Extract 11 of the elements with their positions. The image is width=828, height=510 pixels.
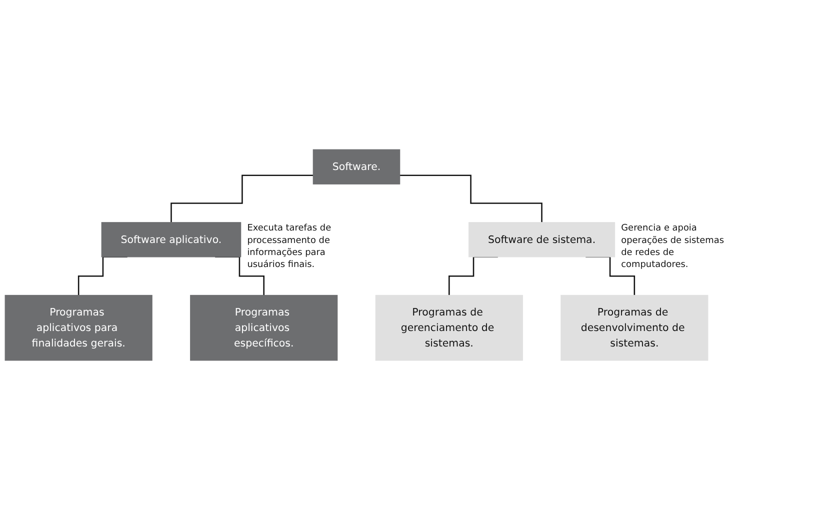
connector (170, 174, 314, 224)
node-box: Programas de gerenciamento de sistemas. (375, 294, 523, 361)
node-box: Software de sistema. (468, 222, 616, 258)
node-box: Programas aplicativos específicos. (190, 294, 338, 361)
node-box: Software. (312, 149, 400, 184)
node-box: Programas aplicativos para finalidades gerais. (4, 294, 152, 361)
annotation-text: Executa tarefas de processamento de informações para usuários finais. (247, 222, 332, 271)
node-box: Software aplicativo. (101, 222, 242, 258)
node-box: Programas de desenvolvimento de sistemas. (560, 294, 708, 361)
connector (400, 174, 542, 224)
annotation-text: Gerencia e apoia operações de sistemas de redes de computadores. (621, 222, 726, 271)
